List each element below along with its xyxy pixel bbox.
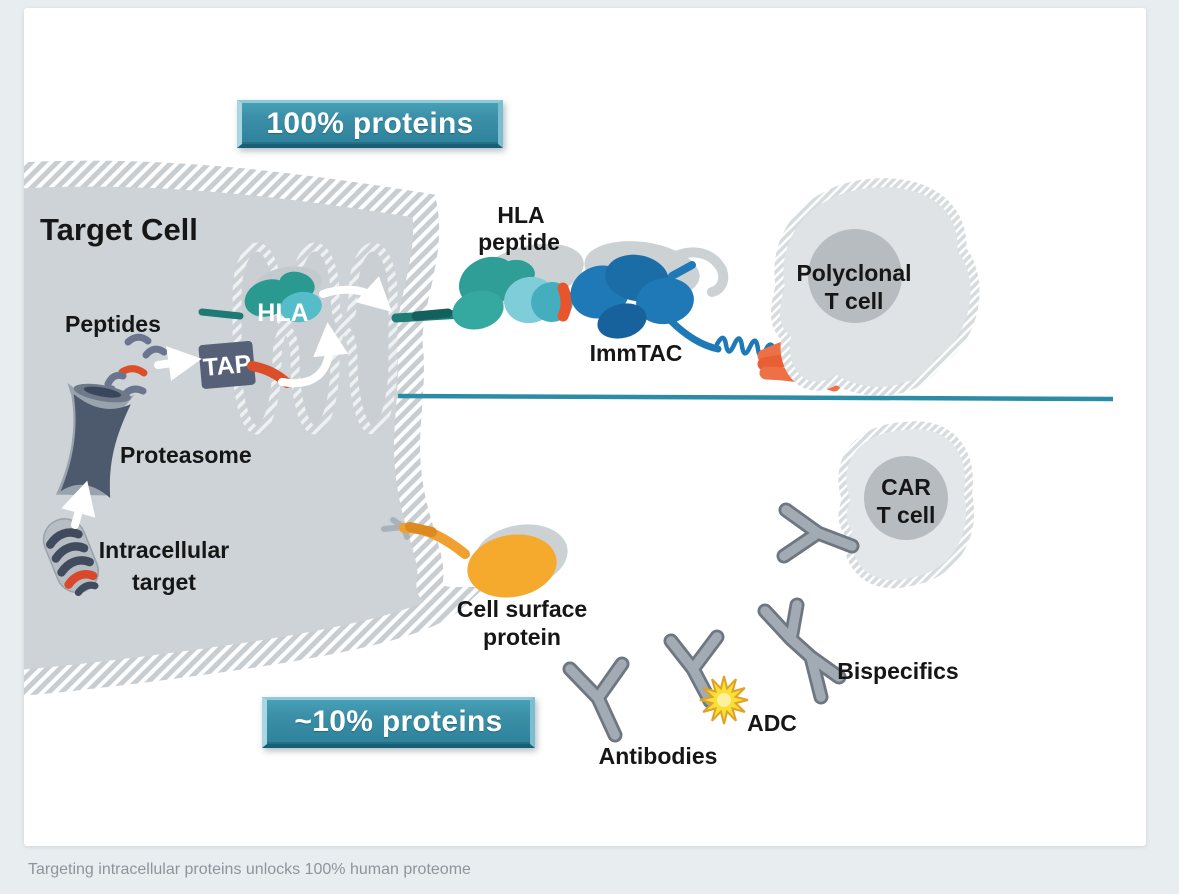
car-label-2: T cell	[877, 502, 936, 528]
adc-label: ADC	[747, 710, 797, 736]
hla-peptide-label-2: peptide	[478, 229, 560, 255]
intracellular-target-label-1: Intracellular	[99, 537, 229, 563]
arrow-tap-to-hla	[278, 322, 349, 388]
phla-blob-dark2	[452, 290, 504, 330]
target-cell-body	[24, 160, 486, 696]
car-t-cell-nucleus	[864, 456, 948, 540]
antibodies-label: Antibodies	[599, 743, 718, 769]
surface-protein-blob	[467, 534, 557, 598]
immtac-tail	[666, 316, 722, 353]
adc-payload-core	[717, 693, 731, 707]
cell-surface-label-1: Cell surface	[457, 596, 587, 622]
peptide-squiggle	[124, 333, 152, 346]
peptide-squiggle-orange	[118, 365, 148, 377]
figure-caption: Targeting intracellular proteins unlocks…	[28, 861, 471, 878]
hla-blob-dark1	[244, 279, 292, 317]
car-label-1: CAR	[881, 474, 931, 500]
arrow-target-to-proteasome	[61, 480, 96, 529]
antibody-shape	[562, 656, 630, 743]
proteasome-shape	[55, 382, 135, 499]
immtac-blob-4	[597, 303, 647, 339]
immtac-shadow-curl	[671, 247, 729, 297]
proteasome-label: Proteasome	[120, 442, 252, 468]
arrow-hla-to-membrane	[319, 276, 392, 312]
banner-10-proteins: ~10% proteins	[262, 697, 535, 748]
surface-protein-stalk-dark	[405, 522, 437, 537]
bispecific-antibody	[757, 597, 847, 705]
immtac-blob-3	[636, 277, 694, 325]
hla-blob-light	[280, 291, 322, 323]
tap-transporter: TAP	[198, 340, 256, 389]
pathway-diagram: TAP HLA	[24, 160, 1114, 769]
polyclonal-t-cell-nucleus	[808, 229, 902, 323]
immtac-label: ImmTAC	[590, 340, 683, 366]
banner-100-proteins: 100% proteins	[237, 100, 503, 148]
er-membrane-segment	[198, 308, 244, 320]
intracellular-target-label-2: target	[132, 569, 196, 595]
cell-surface-label-2: protein	[483, 624, 561, 650]
immtac-stub	[668, 261, 696, 280]
peptide-squiggle	[142, 345, 168, 359]
polyclonal-label-2: T cell	[825, 288, 884, 314]
diagram-card: TAP HLA	[24, 8, 1146, 846]
intracellular-target-shape	[42, 518, 100, 597]
car-antibody	[776, 502, 860, 564]
banner-100-proteins-label: 100% proteins	[266, 106, 474, 140]
arrow-peptides-to-tap	[154, 346, 202, 381]
tap-label: TAP	[202, 350, 252, 382]
hla-blob-dark2	[279, 271, 315, 299]
section-divider	[397, 393, 1114, 402]
bispecifics-label: Bispecifics	[837, 658, 958, 684]
hla-label: HLA	[257, 299, 308, 327]
hla-peptide-label-1: HLA	[497, 202, 544, 228]
adc-antibody	[663, 629, 725, 709]
banner-10-proteins-label: ~10% proteins	[294, 705, 503, 738]
presented-peptide-orange	[557, 282, 572, 322]
peptide-squiggle	[104, 371, 127, 388]
polyclonal-label-1: Polyclonal	[796, 260, 911, 286]
membrane-stub-dark	[411, 308, 453, 321]
target-cell-title: Target Cell	[40, 212, 198, 247]
peptides-label: Peptides	[65, 311, 161, 337]
